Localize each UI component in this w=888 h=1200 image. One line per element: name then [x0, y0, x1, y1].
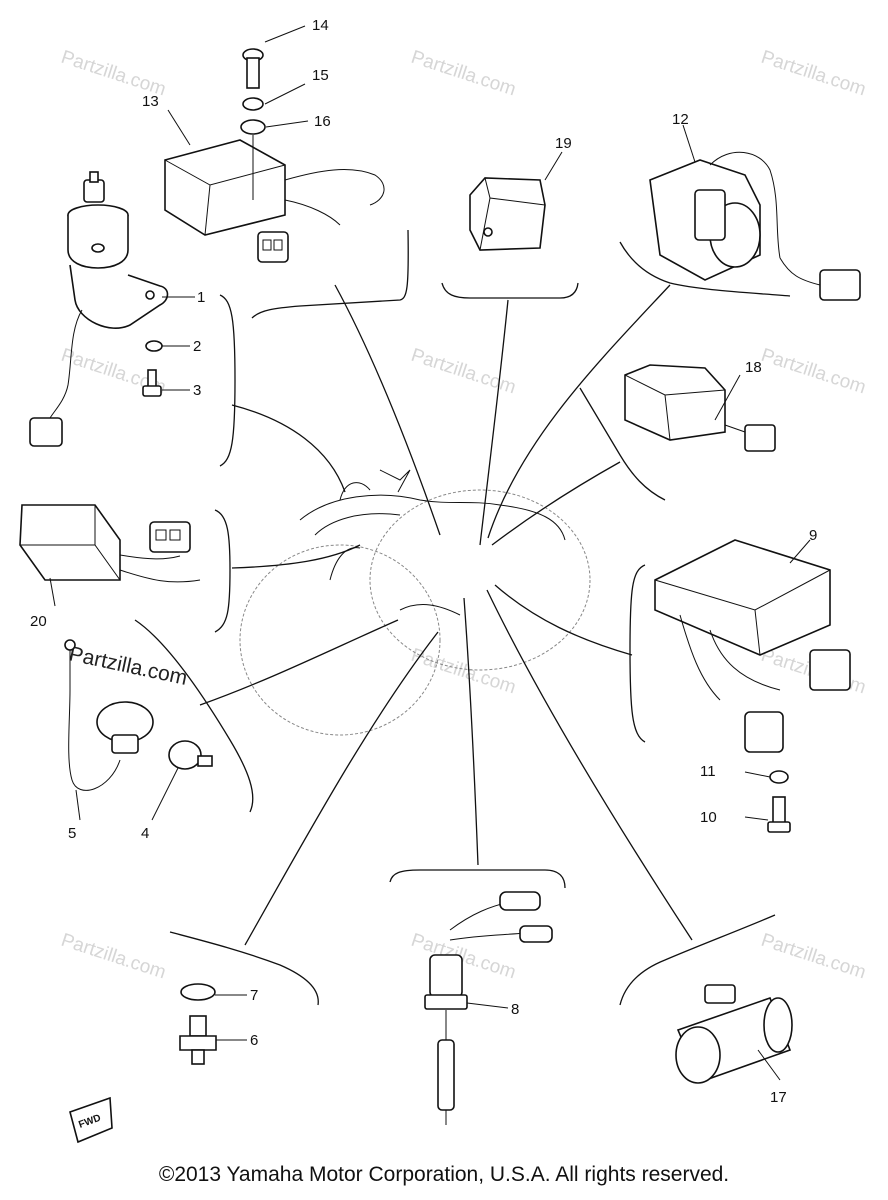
main-switch-part: [29, 171, 169, 447]
callout-20: 20: [30, 613, 47, 630]
watermark-text: Partzilla.com: [408, 47, 518, 101]
relay-unit-part: [19, 504, 201, 583]
buzzer-part: [675, 984, 793, 1084]
regulator-part: [164, 139, 385, 263]
callout-14: 14: [312, 17, 329, 34]
callout-4: 4: [141, 825, 149, 842]
callout-12: 12: [672, 111, 689, 128]
fwd-arrow-icon: FWD: [69, 1096, 113, 1144]
frame-outline: [239, 469, 591, 736]
callout-2: 2: [193, 338, 201, 355]
oil-switch-part: [64, 639, 213, 791]
callout-1: 1: [197, 289, 205, 306]
bolt-part: [142, 369, 162, 397]
washer-small-part: [769, 770, 789, 784]
callout-3: 3: [193, 382, 201, 399]
callout-17: 17: [770, 1089, 787, 1106]
callout-9: 9: [809, 527, 817, 544]
watermark-text: Partzilla.com: [58, 930, 168, 984]
watermark-text: Partzilla.com: [758, 930, 868, 984]
callout-16: 16: [314, 113, 331, 130]
callout-6: 6: [250, 1032, 258, 1049]
spring-washer-part: [242, 97, 264, 111]
cdi-unit-part: [654, 539, 851, 753]
watermark-text: Partzilla.com: [758, 47, 868, 101]
callout-7: 7: [250, 987, 258, 1004]
screw-part: [242, 48, 264, 89]
callout-15: 15: [312, 67, 329, 84]
callout-10: 10: [700, 809, 717, 826]
thermo-switch-part: [424, 891, 553, 1125]
washer-part: [145, 340, 163, 352]
small-relay-part: [469, 177, 546, 251]
flasher-relay-part: [649, 151, 861, 301]
relay-block-part: [624, 364, 776, 452]
callout-11: 11: [700, 763, 716, 780]
cdi-bolt-part: [767, 796, 791, 833]
group-brackets: [134, 229, 791, 1006]
callout-19: 19: [555, 135, 572, 152]
watermark-text: Partzilla.com: [758, 345, 868, 399]
callout-18: 18: [745, 359, 762, 376]
leader-lines: [199, 284, 693, 946]
gasket-part: [180, 983, 216, 1001]
plain-washer-part: [240, 119, 266, 200]
watermark-text: Partzilla.com: [408, 645, 518, 699]
callouts: 14 15 16 13 19 12 1 2 3 18 9 20 11 10 5 …: [30, 17, 817, 1106]
neutral-switch-part: [179, 1015, 217, 1065]
copyright-footer: ©2013 Yamaha Motor Corporation, U.S.A. A…: [158, 1163, 730, 1186]
watermark-main-text: Partzilla.com: [67, 642, 189, 689]
callout-5: 5: [68, 825, 76, 842]
callout-8: 8: [511, 1001, 519, 1018]
callout-13: 13: [142, 93, 159, 110]
